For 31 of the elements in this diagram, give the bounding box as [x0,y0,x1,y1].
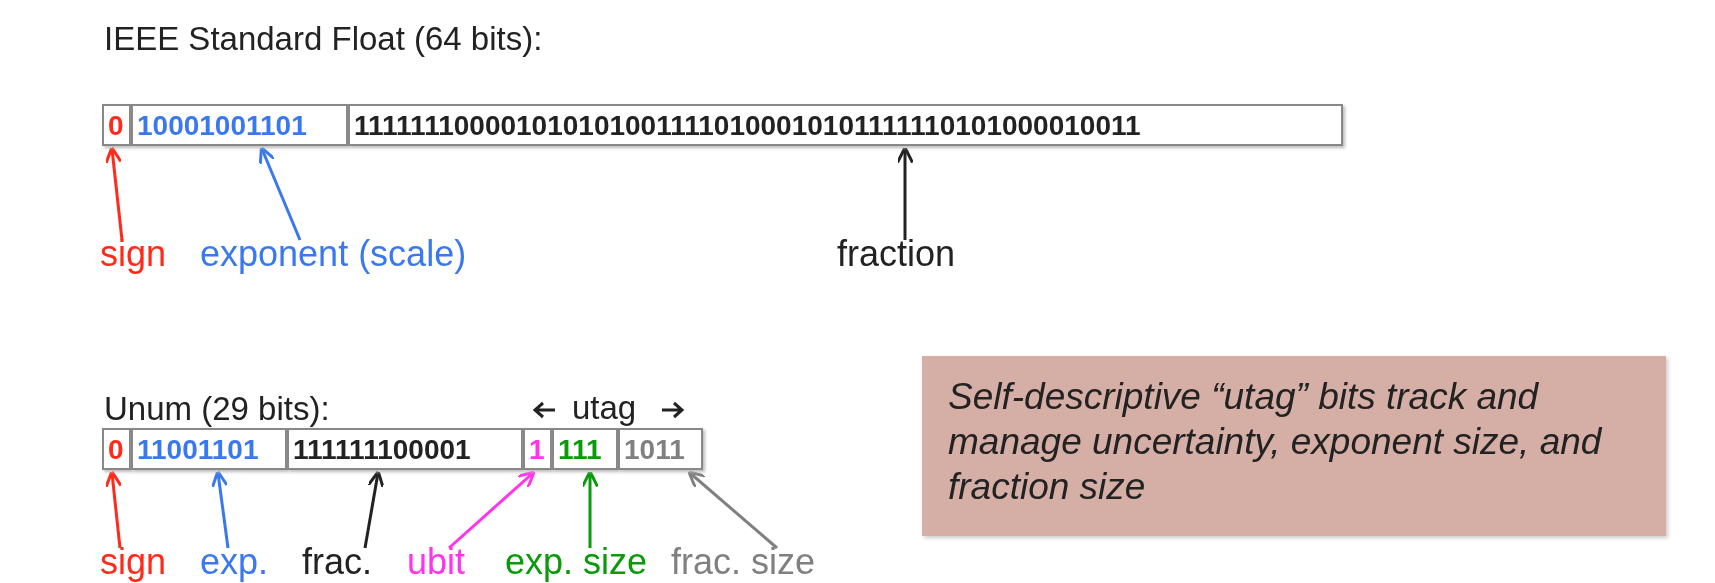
arrow [581,470,599,548]
bit-field: 1011 [618,428,703,470]
field-label: sign [100,542,167,582]
arrow [104,470,123,549]
arrow [210,470,230,549]
group-label: utag [572,388,637,428]
arrow [258,146,302,241]
bit-field: 0 [102,104,131,146]
bit-field: 10001001101 [131,104,348,146]
note-box: Self-descriptive “utag” bits track and manage uncertainty, exponent size, and fraction size [922,356,1666,536]
arrow [896,146,914,240]
field-label: frac. [302,542,372,582]
bit-field: 0 [102,428,131,470]
field-label: frac. size [671,542,816,582]
section-heading: IEEE Standard Float (64 bits): [104,20,543,58]
arrow [363,470,385,549]
field-label: exp. [200,542,269,582]
bit-field: 1111111000010101010011110100010101111110101000010011 [348,104,1343,146]
section-heading: Unum (29 bits): [104,390,330,428]
bit-field: 11001101 [131,428,287,470]
field-label: exponent (scale) [200,234,467,274]
arrow [448,470,536,550]
bit-field: 111111100001 [287,428,523,470]
arrow [104,146,124,241]
arrow [687,470,778,550]
bit-field: 111 [552,428,618,470]
field-label: fraction [837,234,956,274]
field-label: exp. size [505,542,648,582]
field-label: sign [100,234,167,274]
field-label: ubit [407,542,466,582]
bit-field: 1 [523,428,552,470]
